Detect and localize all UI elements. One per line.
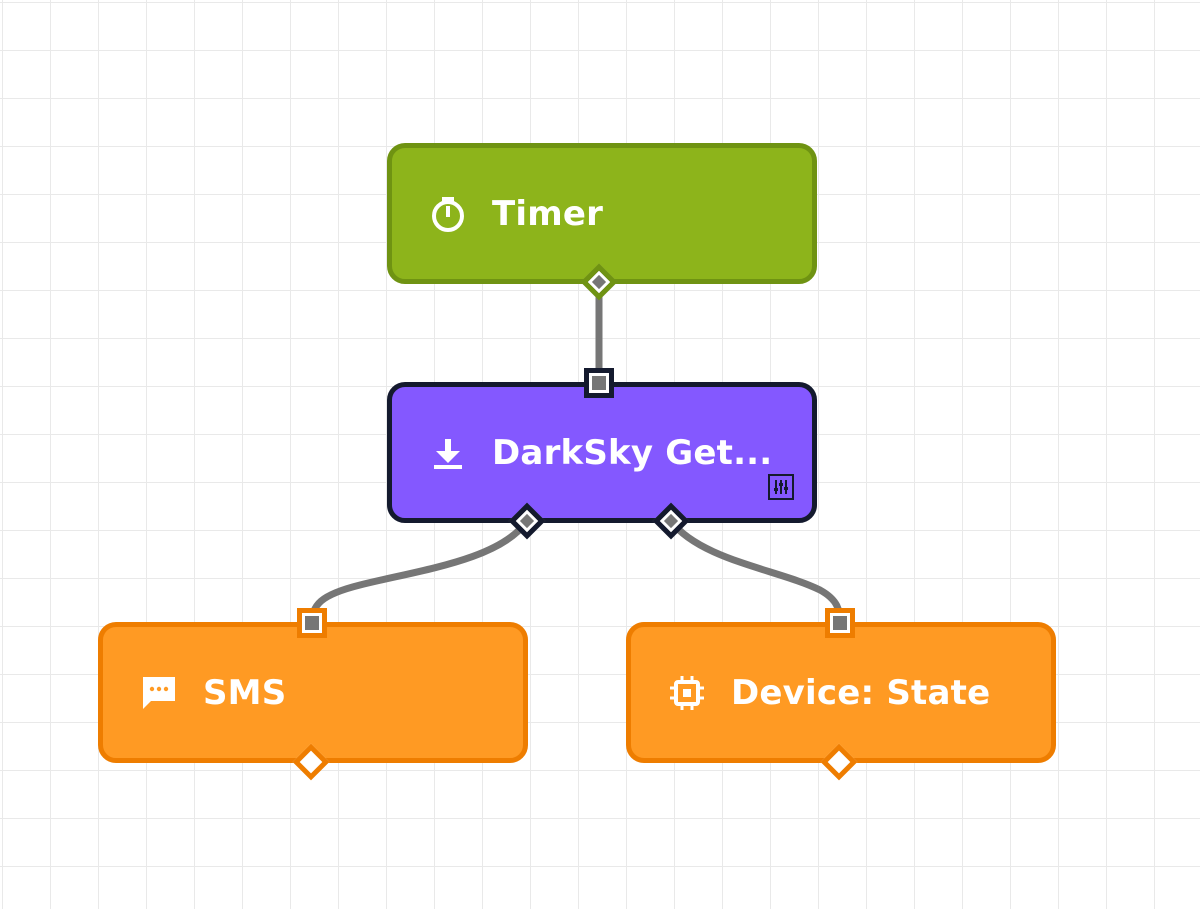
darksky-input-port[interactable] bbox=[584, 368, 614, 398]
sliders-icon bbox=[772, 478, 790, 496]
sms-input-port[interactable] bbox=[297, 608, 327, 638]
node-label: Device: State bbox=[731, 672, 991, 713]
node-label: Timer bbox=[492, 193, 604, 234]
node-darksky-get[interactable]: DarkSky Get... bbox=[387, 382, 817, 523]
wire-darksky-to-device[interactable] bbox=[667, 517, 844, 628]
device-input-port[interactable] bbox=[825, 608, 855, 638]
node-sms[interactable]: SMS bbox=[98, 622, 528, 763]
message-bubble-icon bbox=[139, 673, 179, 713]
wire-darksky-to-sms[interactable] bbox=[308, 517, 531, 628]
stopwatch-icon bbox=[428, 194, 468, 234]
node-settings-button[interactable] bbox=[768, 474, 794, 500]
download-icon bbox=[428, 433, 468, 473]
node-timer[interactable]: Timer bbox=[387, 143, 817, 284]
node-label: SMS bbox=[203, 672, 287, 713]
node-label: DarkSky Get... bbox=[492, 432, 773, 473]
node-device-state[interactable]: Device: State bbox=[626, 622, 1056, 763]
chip-icon bbox=[667, 673, 707, 713]
